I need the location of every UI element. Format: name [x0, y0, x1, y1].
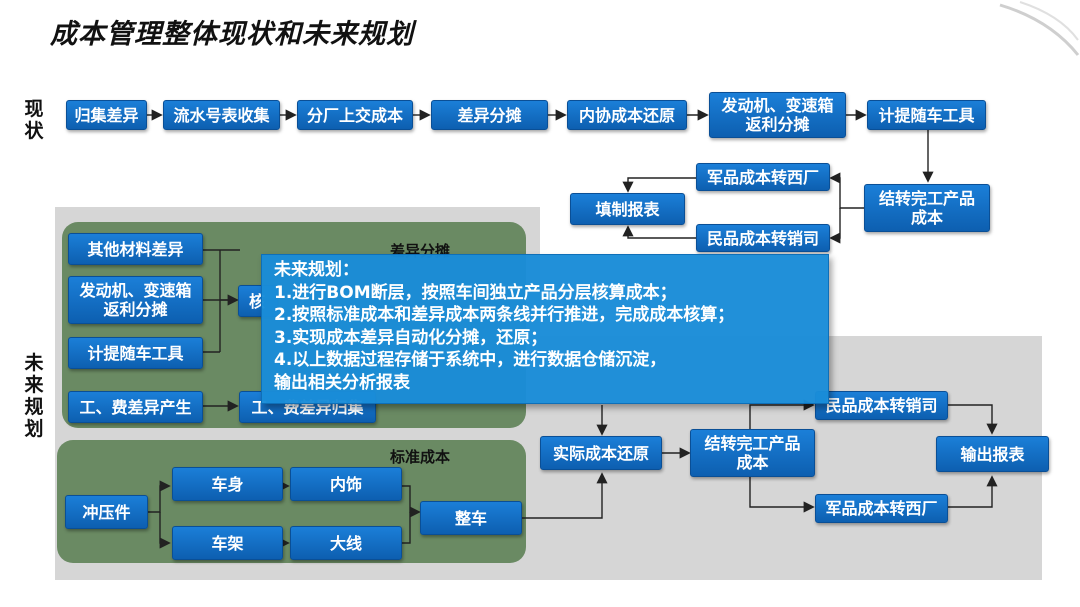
- future-other-material-diff: 其他材料差异: [68, 233, 203, 265]
- current-step-7: 计提随车工具: [867, 100, 986, 130]
- future-civil-transfer: 民品成本转销司: [815, 391, 948, 420]
- current-step-6: 发动机、变速箱返利分摊: [709, 92, 846, 138]
- callout-line-3: 3.实现成本差异自动化分摊，还原；: [274, 327, 548, 348]
- future-stamping: 冲压件: [65, 495, 148, 529]
- callout-line-5: 输出相关分析报表: [274, 372, 410, 393]
- future-plan-callout: 未来规划： 1.进行BOM断层，按照车间独立产品分层核算成本； 2.按照标准成本…: [261, 254, 829, 404]
- future-frame: 车架: [172, 526, 283, 560]
- callout-line-4: 4.以上数据过程存储于系统中，进行数据仓储沉淀，: [274, 350, 667, 370]
- future-engine-rebate: 发动机、变速箱返利分摊: [68, 276, 203, 324]
- future-plan-label: 未 来 规 划: [24, 352, 44, 440]
- future-carryover: 结转完工产品成本: [690, 429, 815, 477]
- page-title: 成本管理整体现状和未来规划: [50, 19, 414, 50]
- future-actual-restore: 实际成本还原: [540, 436, 662, 470]
- current-civil-transfer: 民品成本转销司: [696, 224, 830, 252]
- callout-line-1: 1.进行BOM断层，按照车间独立产品分层核算成本；: [274, 282, 677, 303]
- future-tool-accrual: 计提随车工具: [68, 337, 203, 369]
- current-step-2: 流水号表收集: [163, 100, 280, 130]
- future-military-transfer: 军品成本转西厂: [815, 494, 948, 523]
- callout-line-2: 2.按照标准成本和差异成本两条线并行推进，完成成本核算；: [274, 305, 735, 325]
- future-output-report: 输出报表: [936, 436, 1049, 472]
- current-report: 填制报表: [570, 193, 685, 225]
- callout-heading: 未来规划：: [274, 260, 359, 280]
- future-labor-diff: 工、费差异产生: [68, 391, 203, 423]
- future-body: 车身: [172, 467, 283, 501]
- decorative-swoosh: [999, 1, 1080, 56]
- current-step-5: 内协成本还原: [567, 100, 687, 130]
- current-step-4: 差异分摊: [431, 100, 548, 130]
- future-main-line: 大线: [290, 526, 402, 560]
- current-state-label: 现 状: [24, 98, 44, 142]
- current-carryover: 结转完工产品成本: [864, 184, 990, 232]
- current-military-transfer: 军品成本转西厂: [696, 163, 830, 191]
- future-interior: 内饰: [290, 467, 402, 501]
- current-step-1: 归集差异: [66, 100, 147, 130]
- standard-cost-group-label: 标准成本: [390, 448, 451, 466]
- future-vehicle: 整车: [420, 501, 522, 535]
- current-step-3: 分厂上交成本: [297, 100, 413, 130]
